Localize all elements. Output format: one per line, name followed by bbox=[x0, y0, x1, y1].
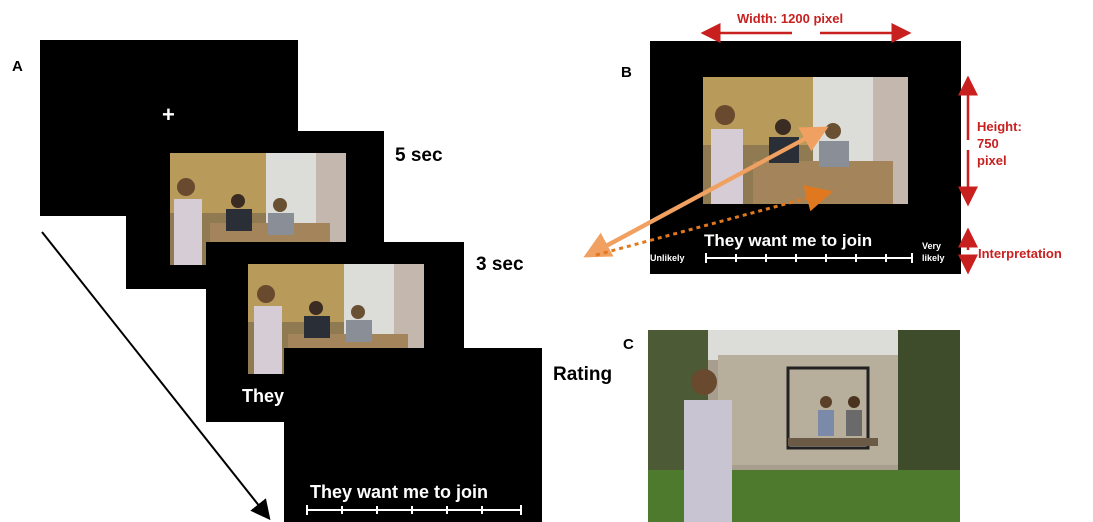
outdoor-scene-photo bbox=[648, 330, 960, 522]
scale-right-label-1: Very bbox=[922, 241, 942, 251]
scale-left-label: Unlikely bbox=[650, 253, 685, 263]
rating-label: Rating bbox=[553, 364, 613, 385]
width-label: Width: 1200 pixel bbox=[737, 11, 844, 26]
fixation-cross: + bbox=[162, 102, 175, 127]
panel-a-label: A bbox=[12, 58, 23, 75]
panel-c-label: C bbox=[623, 336, 634, 353]
height-label-3: pixel bbox=[977, 153, 1007, 168]
example-screen: They want me to join Unlikely Very likel… bbox=[650, 41, 961, 274]
rating-screen: They want me to join bbox=[284, 348, 542, 522]
interpretation-label: Interpretation bbox=[978, 246, 1062, 261]
example-rating-scale bbox=[705, 253, 913, 263]
panel-b-label: B bbox=[621, 64, 632, 81]
duration-label-3sec: 3 sec bbox=[476, 254, 524, 275]
rating-scale bbox=[306, 505, 522, 515]
gaze-arrow-2 bbox=[583, 128, 821, 258]
duration-label-5sec: 5 sec bbox=[395, 145, 443, 166]
height-label-2: 750 bbox=[977, 136, 999, 151]
height-label-1: Height: bbox=[977, 119, 1022, 134]
scale-right-label-2: likely bbox=[922, 253, 945, 263]
partial-caption: They bbox=[242, 386, 285, 406]
example-caption: They want me to join bbox=[704, 231, 873, 250]
gaze-arrow-dotted bbox=[595, 185, 833, 257]
rating-caption: They want me to join bbox=[310, 482, 489, 502]
